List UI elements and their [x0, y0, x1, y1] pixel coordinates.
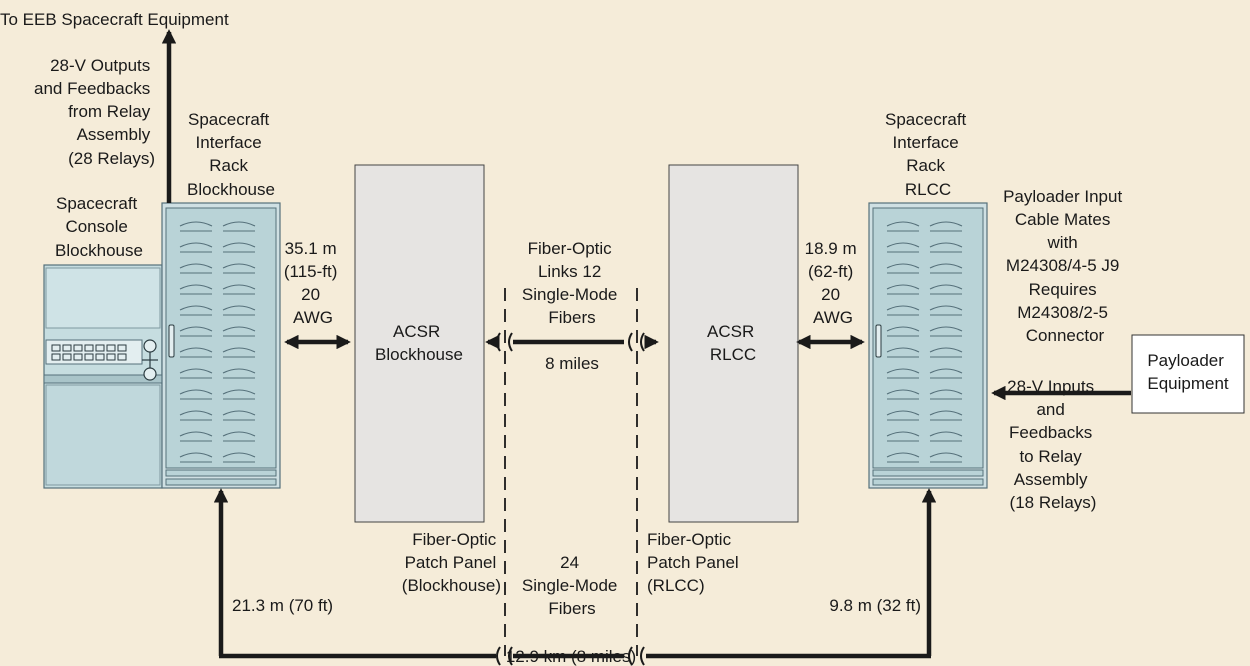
inputs-feedbacks-label: 28-V Inputs and Feedbacks to Relay Assem…: [1007, 377, 1099, 512]
cable-left-label: 35.1 m (115-ft) 20 AWG: [284, 239, 342, 327]
acsr-blockhouse-label: ACSR Blockhouse: [375, 322, 463, 364]
bottom-left-distance: 21.3 m (70 ft): [232, 596, 333, 615]
bottom-total-distance: 12.9 km (8 miles): [506, 647, 636, 666]
console-blockhouse-label: Spacecraft Console Blockhouse: [55, 194, 143, 260]
rack-blockhouse-label: Spacecraft Interface Rack Blockhouse: [187, 110, 275, 199]
payloader-equipment-box: [1131, 334, 1245, 414]
acsr-blockhouse-box: [354, 164, 485, 523]
rack-rlcc-label: Spacecraft Interface Rack RLCC: [885, 110, 971, 199]
console-keypad-icon: [51, 344, 127, 361]
fiber-links-label: Fiber-Optic Links 12 Single-Mode Fibers: [522, 239, 622, 327]
fiber-link-top: [485, 332, 659, 352]
acsr-rlcc-box: [668, 164, 799, 523]
cable-right-label: 18.9 m (62-ft) 20 AWG: [805, 239, 862, 327]
console-knob-icon: [142, 339, 158, 381]
bottom-link: [213, 488, 937, 666]
eeb-equipment-label: To EEB Spacecraft Equipment: [0, 10, 229, 29]
acsr-rlcc-label: ACSR RLCC: [707, 322, 759, 364]
spacecraft-interface-rack-rlcc: [868, 202, 988, 489]
bottom-right-distance: 9.8 m (32 ft): [829, 596, 921, 615]
spacecraft-console-blockhouse: [43, 264, 163, 489]
spacecraft-interface-rack-blockhouse: [161, 202, 281, 489]
patch-panel-rlcc-label: Fiber-Optic Patch Panel (RLCC): [647, 530, 743, 595]
fiber-links-distance: 8 miles: [545, 354, 599, 373]
payloader-equipment-label: Payloader Equipment: [1147, 351, 1229, 393]
payloader-cable-label: Payloader Input Cable Mates with M24308/…: [1003, 187, 1127, 345]
bottom-fibers-label: 24 Single-Mode Fibers: [522, 553, 622, 618]
outputs-feedbacks-label: 28-V Outputs and Feedbacks from Relay As…: [34, 56, 155, 168]
patch-panel-blockhouse-label: Fiber-Optic Patch Panel (Blockhouse): [402, 530, 501, 595]
